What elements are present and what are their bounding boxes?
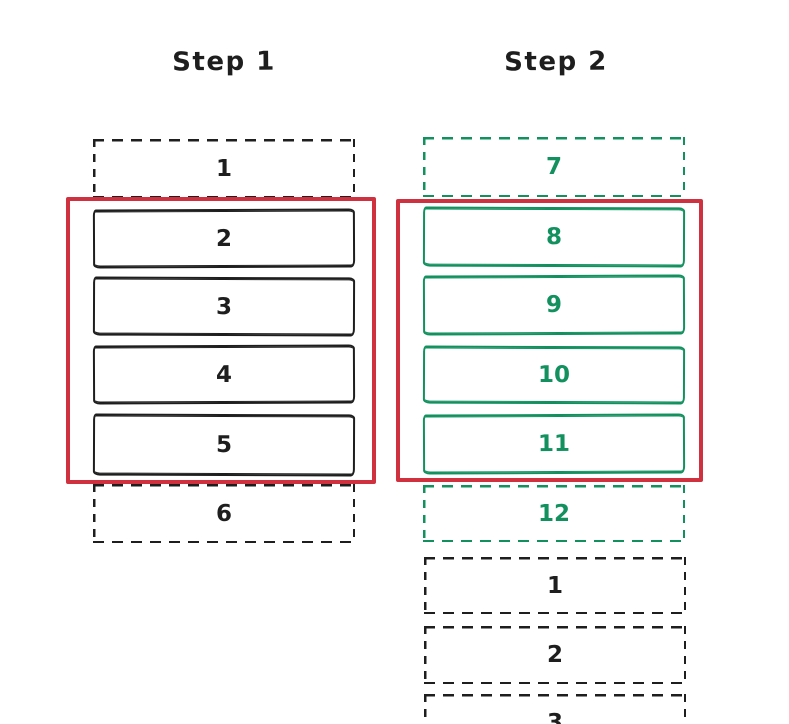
- step2-box-10: 10: [422, 345, 686, 405]
- step1-box-6: 6: [93, 484, 355, 543]
- step1-box-3: 3: [92, 276, 356, 337]
- box-label: 5: [215, 431, 233, 459]
- box-label: 1: [215, 155, 232, 182]
- box-label: 7: [545, 154, 562, 180]
- box-label: 10: [537, 361, 571, 389]
- box-label: 9: [545, 291, 563, 319]
- step2-box-9: 9: [422, 274, 686, 336]
- step1-box-4: 4: [92, 344, 356, 405]
- box-label: 2: [546, 642, 563, 668]
- step2-title: Step 2: [504, 46, 608, 78]
- box-label: 4: [215, 361, 233, 388]
- step2-box-11: 11: [422, 413, 686, 475]
- step2-box-2: 2: [424, 626, 686, 684]
- box-label: 1: [546, 572, 563, 599]
- step2-box-1: 1: [424, 557, 686, 614]
- box-label: 11: [537, 430, 571, 458]
- box-label: 6: [215, 500, 232, 527]
- step1-box-5: 5: [92, 413, 356, 477]
- step2-box-8: 8: [422, 206, 686, 268]
- box-label: 3: [215, 293, 233, 320]
- box-label: 2: [215, 225, 233, 252]
- step2-box-7: 7: [423, 137, 685, 197]
- step1-box-2: 2: [92, 208, 356, 269]
- box-label: 8: [545, 223, 563, 251]
- step2-box-12: 12: [423, 485, 685, 542]
- step2-box-3: 3: [424, 694, 686, 724]
- step1-title: Step 1: [172, 46, 276, 78]
- box-label: 12: [537, 500, 570, 527]
- box-label: 3: [546, 709, 563, 724]
- step1-box-1: 1: [93, 139, 355, 198]
